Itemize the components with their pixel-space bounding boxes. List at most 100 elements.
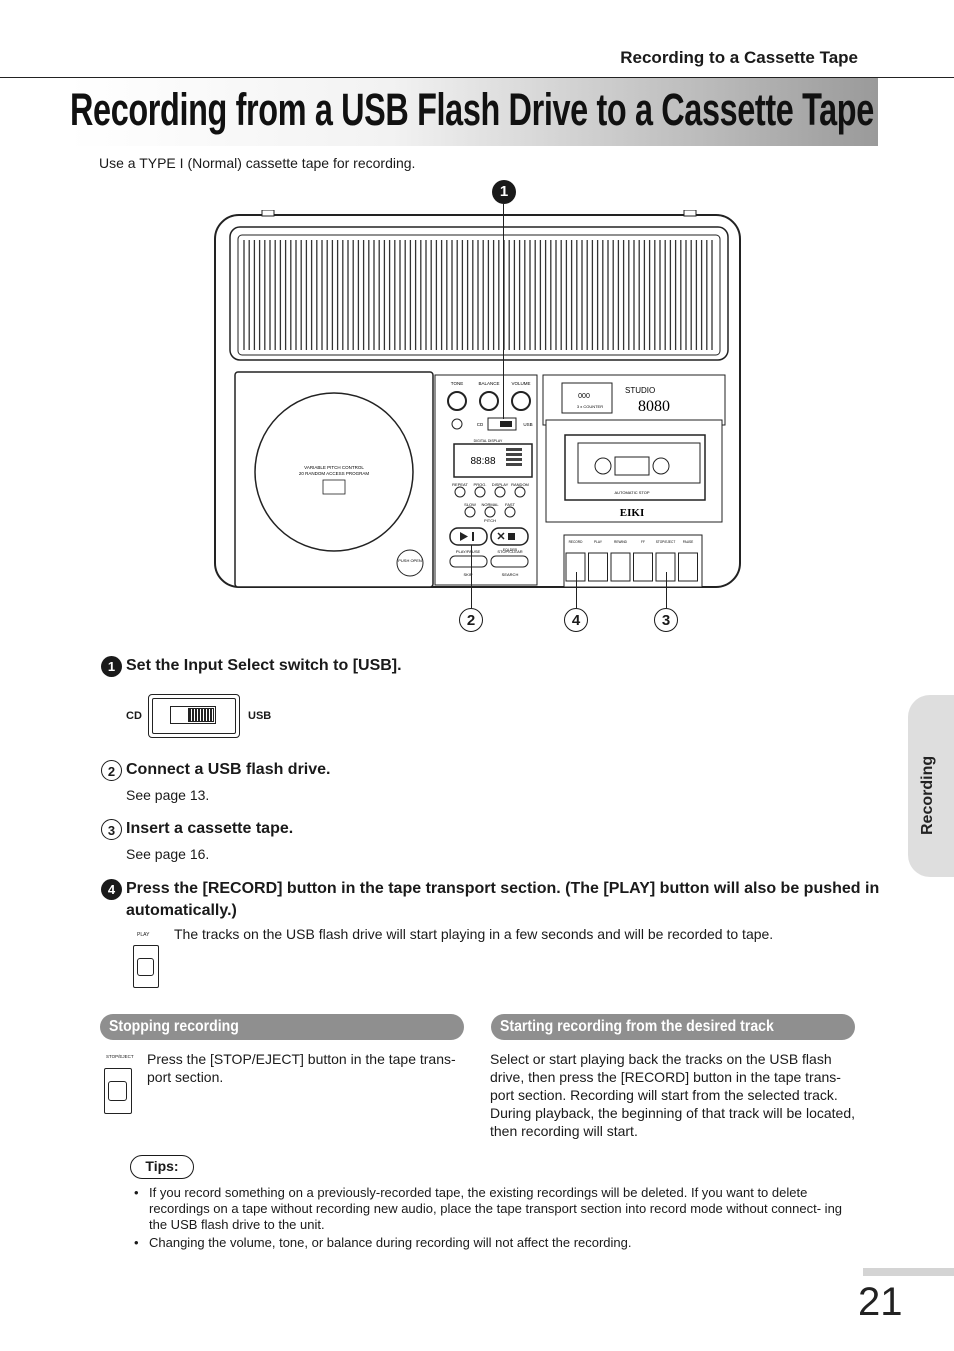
pitch-label: PITCH [484, 518, 496, 523]
balance-knob[interactable] [479, 391, 499, 411]
button-label-fast: FAST [505, 502, 516, 507]
intro-text: Use a TYPE I (Normal) cassette tape for … [99, 155, 416, 171]
button-label-prog: PROG. [474, 482, 487, 487]
knob-label-balance: BALANCE [478, 381, 499, 386]
cd-text-2: 20 RANDOM ACCESS PROGRAM [299, 471, 370, 476]
step-4-number: 4 [101, 879, 122, 900]
stop-button-label: STOP/EJECT [106, 1054, 134, 1059]
tape-button-label: PAUSE [683, 540, 694, 544]
switch-label-usb: USB [248, 710, 272, 722]
callout-4-line [576, 572, 577, 608]
brand-model: 8080 [638, 398, 670, 415]
header-rule [0, 77, 954, 78]
cd-text-1: VARIABLE PITCH CONTROL [304, 465, 364, 470]
tape-button-label: REWIND [614, 540, 628, 544]
play-button-label: PLAY [137, 932, 150, 938]
title-band [68, 78, 878, 146]
stopping-heading: Stopping recording [100, 1014, 464, 1040]
callout-1-line [503, 204, 504, 419]
page-title: Recording from a USB Flash Drive to a Ca… [70, 84, 874, 135]
play-pause-label: PLAY/PAUSE [456, 549, 481, 554]
page-number-bar [863, 1268, 954, 1276]
tip-bullet: • [134, 1235, 139, 1250]
normal-button[interactable] [484, 506, 496, 518]
headphone-jack-icon [451, 418, 463, 430]
tip-1: If you record something on a previously-… [149, 1185, 843, 1232]
slow-button[interactable] [464, 506, 476, 518]
display-digits: 88:88 [470, 456, 495, 467]
device-illustration: VARIABLE PITCH CONTROL 20 RANDOM ACCESS … [214, 210, 741, 588]
callout-4: 4 [564, 608, 588, 632]
step-2-sub: See page 13. [126, 787, 210, 803]
tape-button-label: RECORD [569, 540, 584, 544]
tape-button-ff[interactable] [633, 552, 653, 582]
push-open-button[interactable] [396, 549, 424, 577]
search-label: SEARCH [502, 572, 519, 577]
brand-series: STUDIO [625, 386, 655, 395]
display-label: DIGITAL DISPLAY [474, 439, 503, 443]
callout-2: 2 [459, 608, 483, 632]
folder-label: FOLDER [503, 548, 518, 552]
step-3-number: 3 [101, 819, 122, 840]
input-select-switch-figure: CD USB [126, 694, 286, 738]
step-1-title: Set the Input Select switch to [USB]. [126, 657, 402, 674]
tape-button-label: STOP/EJECT [656, 540, 676, 544]
play-pause-button[interactable] [449, 527, 488, 546]
callout-3-line [666, 572, 667, 608]
tone-knob[interactable] [447, 391, 467, 411]
button-label-repeat: REPEAT [452, 482, 468, 487]
button-label-normal: NORMAL [481, 502, 499, 507]
callout-3: 3 [654, 608, 678, 632]
display-button[interactable] [494, 486, 506, 498]
prog-button[interactable] [474, 486, 486, 498]
page-number: 21 [858, 1280, 903, 1324]
step-4-sub: The tracks on the USB flash drive will s… [174, 926, 774, 942]
starting-text: Select or start playing back the tracks … [490, 1051, 855, 1139]
button-label-slow: SLOW [464, 502, 476, 507]
tape-button-pause[interactable] [678, 552, 698, 582]
tips-badge: Tips: [130, 1155, 194, 1179]
skip-button[interactable] [449, 555, 488, 568]
knob-label-volume: VOLUME [511, 381, 530, 386]
random-button[interactable] [514, 486, 526, 498]
brand-logo: EIKI [620, 507, 644, 519]
stop-eject-button-figure [104, 1068, 132, 1114]
tip-2: Changing the volume, tone, or balance du… [149, 1235, 632, 1250]
tape-button-label: PLAY [594, 540, 603, 544]
counter-label: 3 x COUNTER [577, 404, 603, 409]
search-button[interactable] [490, 555, 529, 568]
tape-button-stop-eject[interactable] [655, 552, 676, 582]
compact-disc-logo-icon [322, 479, 346, 495]
auto-stop-label: AUTOMATIC STOP [614, 490, 649, 495]
repeat-button[interactable] [454, 486, 466, 498]
callout-1: 1 [492, 180, 516, 204]
input-label-usb: USB [523, 422, 532, 427]
tape-button-record[interactable] [565, 552, 586, 582]
side-tab-label: Recording [919, 755, 936, 835]
stopping-text: Press the [STOP/EJECT] button in the tap… [147, 1051, 456, 1085]
button-label-random: RANDOM [511, 482, 529, 487]
switch-knob[interactable] [188, 708, 214, 722]
counter-digits: 000 [578, 393, 590, 400]
volume-knob[interactable] [511, 391, 531, 411]
knob-label-tone: TONE [451, 381, 463, 386]
step-4-title-cont: automatically.) [126, 902, 237, 919]
tape-button-play[interactable] [588, 552, 608, 582]
step-4-title: Press the [RECORD] button in the tape tr… [126, 880, 880, 897]
input-label-cd: CD [477, 422, 484, 427]
section-header: Recording to a Cassette Tape [620, 48, 858, 67]
step-3-sub: See page 16. [126, 846, 210, 862]
step-2-number: 2 [101, 760, 122, 781]
stop-clear-label: STOP/CLEAR [497, 549, 522, 554]
button-label-display: DISPLAY [492, 482, 509, 487]
step-1-number: 1 [101, 656, 122, 677]
callout-2-line [471, 545, 472, 608]
skip-label: SKIP [463, 572, 472, 577]
fast-button[interactable] [504, 506, 516, 518]
side-tab[interactable]: Recording [908, 695, 954, 877]
starting-heading: Starting recording from the desired trac… [491, 1014, 855, 1040]
tape-button-rewind[interactable] [610, 552, 631, 582]
step-3-title: Insert a cassette tape. [126, 820, 294, 837]
tip-bullet: • [134, 1185, 139, 1200]
push-open-label: PUSH OPEN [398, 558, 422, 563]
